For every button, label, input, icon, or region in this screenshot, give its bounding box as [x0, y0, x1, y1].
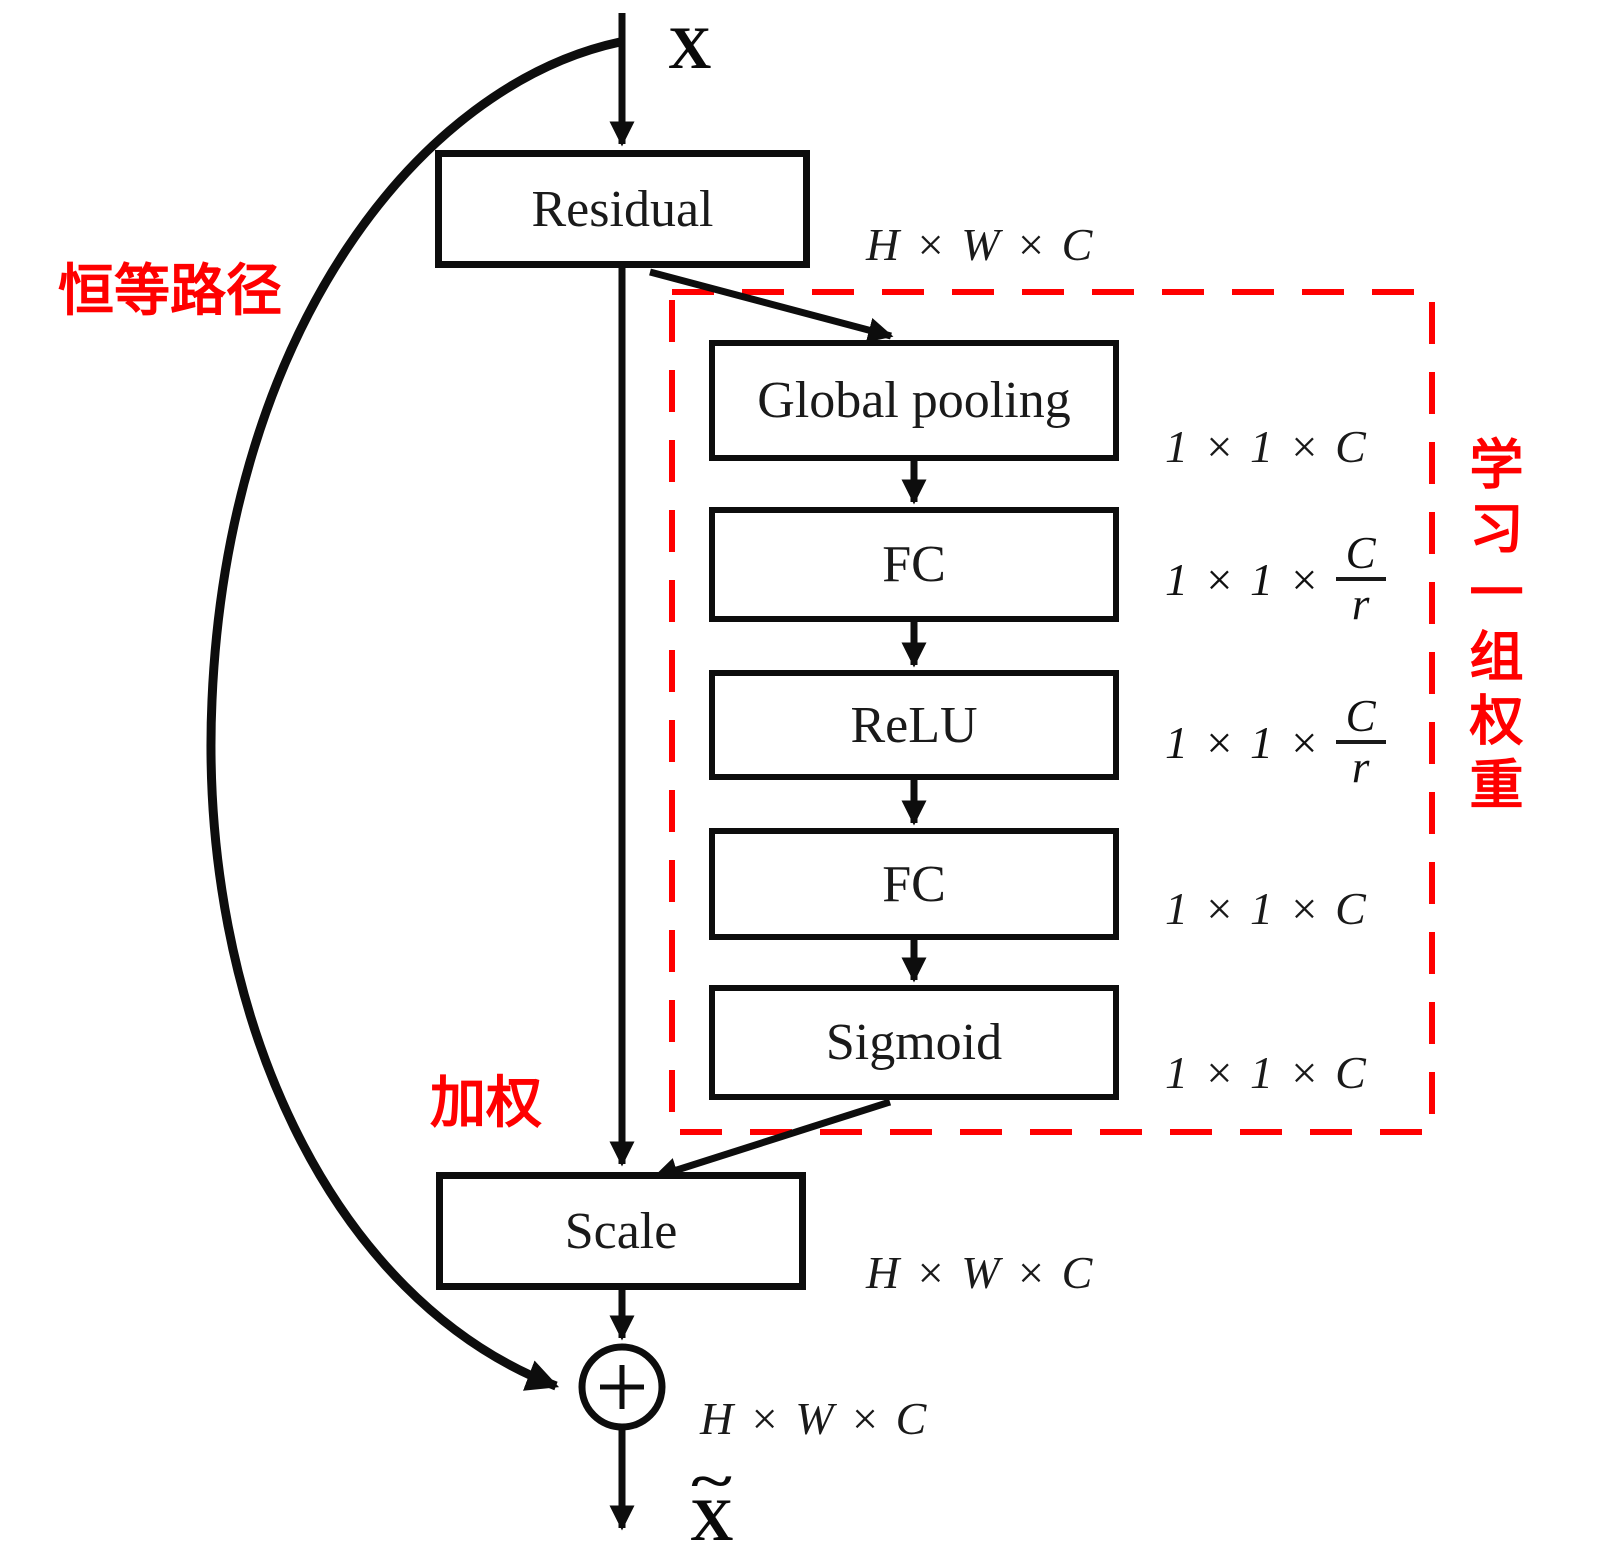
output-tensor-base: X: [690, 1487, 734, 1553]
learn-weights-annotation: 学习一组权重: [1460, 436, 1523, 820]
sigmoid-label: Sigmoid: [825, 1014, 1003, 1071]
weighting-annotation: 加权: [430, 1071, 542, 1136]
dim-pooling-output: 1 × 1 × C: [1165, 421, 1368, 472]
dim-sum-output: H × W × C: [700, 1393, 929, 1444]
residual-to-pooling-arrow: [649, 268, 894, 343]
sigmoid-block: Sigmoid: [709, 985, 1119, 1100]
identity-path-annotation: 恒等路径: [58, 259, 282, 324]
input-tensor-label: X: [668, 15, 712, 81]
learned-weights-dashed-region: [669, 289, 1435, 1135]
dim-relu-fraction: C r: [1335, 692, 1386, 793]
dim-fc1-prefix: 1 × 1 ×: [1165, 553, 1322, 605]
relu-label: ReLU: [850, 696, 978, 754]
sigmoid-to-scale-arrow: [652, 1098, 892, 1183]
identity-path-curve: [206, 37, 621, 1391]
fc1-label: FC: [882, 536, 946, 593]
dim-relu-denominator: r: [1351, 742, 1370, 793]
global-pooling-block: Global pooling: [709, 340, 1119, 461]
residual-block-label: Residual: [531, 180, 714, 238]
residual-block: Residual: [435, 150, 810, 268]
plus-icon: [600, 1365, 644, 1409]
dim-fc1-fraction: C r: [1335, 529, 1386, 630]
fc2-label: FC: [882, 855, 946, 913]
dim-scale-output: H × W × C: [866, 1247, 1095, 1298]
dim-fc2-output: 1 × 1 × C: [1165, 883, 1368, 934]
fc2-block: FC: [709, 828, 1119, 940]
dim-sigmoid-output: 1 × 1 × C: [1165, 1047, 1368, 1098]
fc1-block: FC: [709, 507, 1119, 622]
output-tensor-label: ~ X: [690, 1453, 734, 1555]
dim-relu-numerator: C: [1335, 692, 1386, 745]
tilde-accent: ~: [691, 1453, 732, 1510]
scale-block-label: Scale: [564, 1202, 678, 1260]
dim-fc1-numerator: C: [1335, 529, 1386, 582]
dim-fc1-output: 1 × 1 × C r: [1165, 529, 1386, 630]
dim-residual-output: H × W × C: [866, 219, 1095, 270]
global-pooling-label: Global pooling: [757, 372, 1071, 429]
relu-block: ReLU: [709, 670, 1119, 780]
dim-fc1-denominator: r: [1351, 579, 1370, 630]
scale-block: Scale: [436, 1172, 806, 1290]
dim-relu-output: 1 × 1 × C r: [1165, 692, 1386, 793]
dim-relu-prefix: 1 × 1 ×: [1165, 716, 1322, 768]
